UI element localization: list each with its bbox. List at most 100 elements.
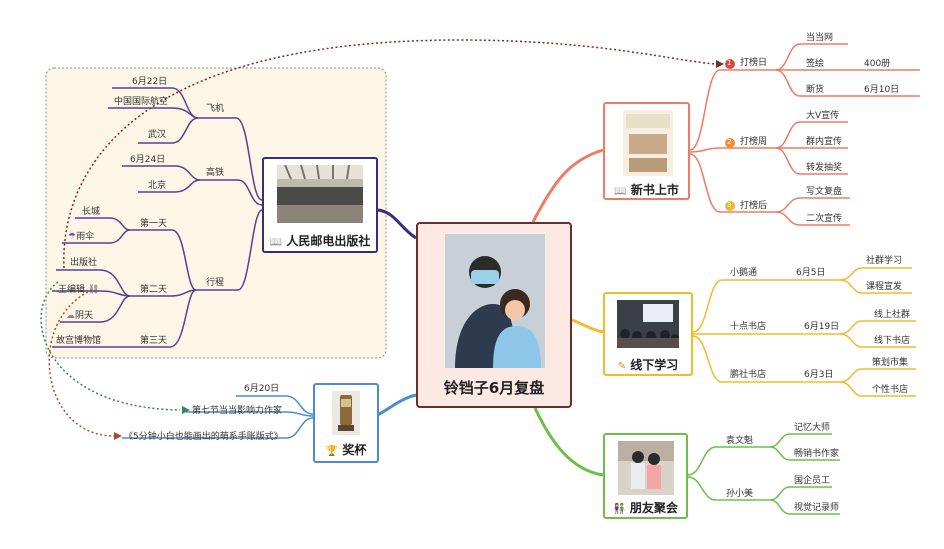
publisher-title: 📖 人民邮电出版社	[264, 232, 376, 249]
yuan-label[interactable]: 袁文魁	[726, 436, 754, 446]
trip-label[interactable]: 行程	[206, 278, 225, 288]
yuan-author[interactable]: 畅销书作家	[794, 449, 840, 459]
publisher-card[interactable]: 📖 人民邮电出版社	[262, 157, 378, 253]
xiaoe-date[interactable]: 6月5日	[796, 268, 826, 278]
newbook-photo	[623, 110, 673, 176]
plane-label[interactable]: 飞机	[206, 104, 225, 114]
dotted-link-to-book	[48, 289, 115, 437]
publisher-title-text: 人民邮电出版社	[286, 234, 371, 248]
newbook-cover	[623, 110, 673, 176]
cloud-icon: ☁	[66, 311, 75, 321]
plane-date[interactable]: 6月22日	[132, 77, 168, 87]
day2-item-publisher[interactable]: 出版社	[70, 258, 98, 268]
party-card[interactable]: 👫 朋友聚会	[603, 433, 688, 519]
center-title: 铃铛子6月复盘	[443, 379, 545, 397]
pengshe-store[interactable]: 个性书店	[872, 385, 909, 395]
dotted-link-to-award	[40, 281, 181, 411]
newbook-title-text: 新书上市	[630, 183, 679, 197]
train-label[interactable]: 高铁	[206, 168, 225, 178]
plane-city[interactable]: 武汉	[148, 130, 167, 140]
trophy-photo	[332, 391, 360, 435]
study-classroom	[617, 300, 679, 348]
day2-label[interactable]: 第二天	[140, 285, 168, 295]
daybang-dangdang[interactable]: 当当网	[806, 33, 834, 43]
link-center-party	[533, 407, 604, 477]
shidian-online[interactable]: 线上社群	[874, 310, 911, 320]
center-card[interactable]: 铃铛子6月复盘	[416, 222, 572, 408]
xiaoe-label[interactable]: 小鹅通	[730, 268, 758, 278]
yuan-memory[interactable]: 记忆大师	[794, 423, 831, 433]
day1-label[interactable]: 第一天	[140, 219, 168, 229]
link-icon: ⛓	[87, 285, 100, 295]
day2-item-cloudy-text: 阴天	[75, 311, 94, 321]
num-2: 2	[727, 138, 732, 146]
daybang-400[interactable]: 400册	[864, 59, 891, 69]
trophy-award[interactable]: 第七节当当影响力作家	[192, 406, 283, 416]
open-book-icon: 📖	[269, 237, 283, 248]
day2-item-cloudy[interactable]: ☁阴天	[66, 311, 93, 322]
party-title: 👫 朋友聚会	[605, 499, 686, 516]
publisher-photo-library	[277, 165, 363, 223]
afterbang-review[interactable]: 写文复盘	[806, 187, 843, 197]
sun-employee[interactable]: 国企员工	[794, 476, 831, 486]
trophy-book[interactable]: 《5分钟小白也能画出的萌系手账版式》	[124, 432, 283, 442]
day3-item-museum[interactable]: 故宫博物馆	[56, 336, 102, 346]
sun-visual[interactable]: 视觉记录师	[794, 503, 840, 513]
daybang-label[interactable]: 打榜日	[740, 58, 768, 68]
trophy-card[interactable]: 🏆 奖杯	[313, 383, 379, 463]
pengshe-market[interactable]: 策划市集	[872, 358, 909, 368]
weekbang-label[interactable]: 打榜周	[740, 137, 768, 147]
trophy-award-photo	[332, 391, 360, 435]
center-photo	[445, 234, 545, 368]
day1-item-greatwall[interactable]: 长城	[82, 207, 101, 217]
party-friends	[618, 441, 674, 495]
shidian-date[interactable]: 6月19日	[804, 322, 840, 332]
publisher-photo	[277, 165, 363, 223]
weekbang-lottery[interactable]: 转发抽奖	[806, 163, 843, 173]
plane-airline[interactable]: 中国国际航空	[114, 97, 169, 107]
party-photo	[618, 441, 674, 495]
sun-label[interactable]: 孙小美	[726, 489, 754, 499]
study-photo	[617, 300, 679, 348]
weekbang-group[interactable]: 群内宣传	[806, 137, 843, 147]
trophy-date[interactable]: 6月20日	[244, 384, 280, 394]
day1-item-umbrella[interactable]: ☂雨伞	[68, 232, 94, 243]
daybang-sign[interactable]: 签绘	[806, 59, 825, 69]
study-title: ✎ 线下学习	[605, 356, 691, 373]
day3-label[interactable]: 第三天	[140, 336, 168, 346]
shidian-offline[interactable]: 线下书店	[874, 336, 911, 346]
dotted-link-to-daybang	[63, 39, 717, 269]
train-date[interactable]: 6月24日	[130, 155, 166, 165]
pengshe-date[interactable]: 6月3日	[804, 370, 834, 380]
trophy-icon: 🏆	[325, 446, 339, 457]
newbook-title: 📖 新书上市	[605, 181, 688, 198]
train-city[interactable]: 北京	[148, 181, 167, 191]
xiaoe-community[interactable]: 社群学习	[866, 256, 903, 266]
pengshe-label[interactable]: 鹏社书店	[730, 370, 767, 380]
shidian-label[interactable]: 十点书店	[730, 322, 767, 332]
party-title-text: 朋友聚会	[629, 501, 678, 515]
pencil-icon: ✎	[617, 361, 627, 372]
trophy-title-text: 奖杯	[342, 443, 367, 457]
newbook-card[interactable]: 📖 新书上市	[603, 102, 690, 200]
study-title-text: 线下学习	[630, 358, 679, 372]
day2-item-editor-text: 王编辑	[58, 285, 86, 295]
people-icon: 👫	[613, 504, 626, 515]
xiaoe-course[interactable]: 课程宣发	[866, 282, 903, 292]
afterbang-label[interactable]: 打榜后	[740, 201, 768, 211]
weekbang-bigv[interactable]: 大V宣传	[806, 111, 840, 121]
open-book-icon: 📖	[614, 186, 627, 197]
study-card[interactable]: ✎ 线下学习	[603, 292, 693, 376]
num-3: 3	[727, 201, 732, 209]
daybang-soldout[interactable]: 断货	[806, 85, 825, 95]
trophy-title: 🏆 奖杯	[315, 441, 377, 458]
day1-item-umbrella-text: 雨伞	[76, 232, 95, 242]
center-photo-figures	[445, 234, 545, 368]
day2-item-editor[interactable]: 王编辑 ⛓	[58, 285, 99, 296]
link-center-study	[571, 318, 604, 334]
afterbang-promo[interactable]: 二次宣传	[806, 214, 843, 224]
daybang-date[interactable]: 6月10日	[864, 85, 900, 95]
link-center-newbook	[531, 148, 604, 223]
